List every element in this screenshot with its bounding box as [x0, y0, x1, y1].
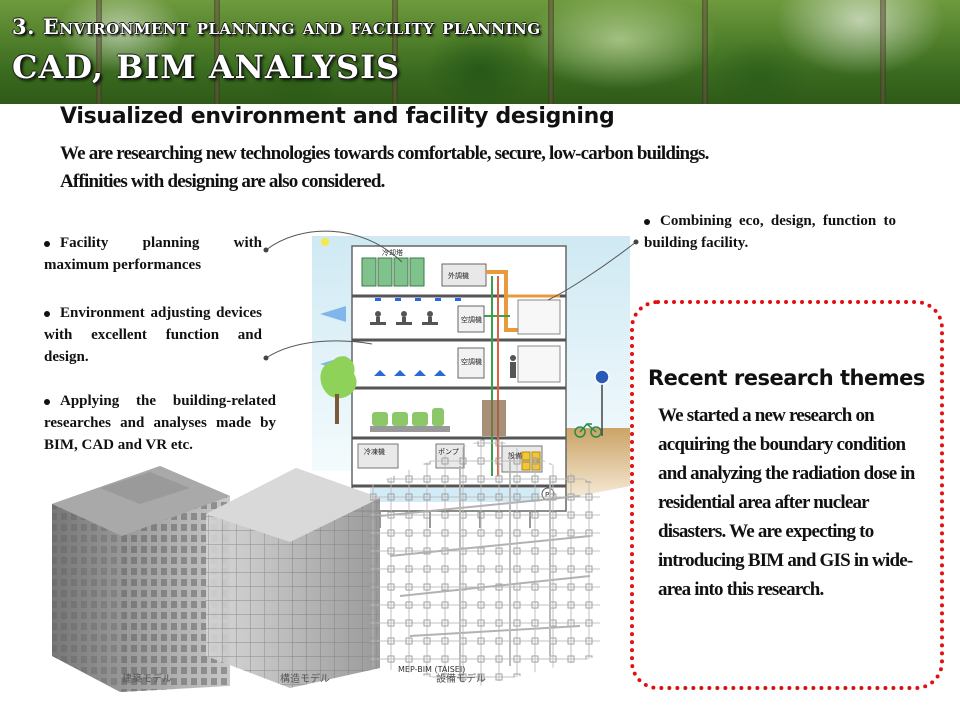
- cooling-tower-label: 冷却塔: [382, 248, 403, 257]
- architecture-model: [52, 466, 230, 692]
- mep-caption: 設備モデル: [436, 672, 486, 685]
- tree-icon: [320, 356, 357, 399]
- research-themes-body: We started a new research on acquiring t…: [658, 405, 915, 600]
- outdoor-unit-label: 外調機: [448, 271, 469, 280]
- intro-line-1: We are researching new technologies towa…: [60, 143, 709, 164]
- building-illustration: 冷却塔 外調機 空調機 空調機: [52, 236, 630, 692]
- pump-label: ポンプ: [438, 448, 459, 456]
- sun-icon: [321, 238, 329, 246]
- mep-source-caption: MEP-BIM (TAISEI): [398, 665, 465, 674]
- header-banner: 3. Environment planning and facility pla…: [0, 0, 960, 104]
- bicycle-icon: [574, 426, 586, 438]
- ahu-2-label: 空調機: [461, 357, 482, 366]
- bullet-eco-design: Combining eco, design, function to build…: [644, 213, 896, 251]
- chiller-label: 冷凍機: [364, 447, 385, 456]
- ahu-1-label: 空調機: [461, 315, 482, 324]
- structure-caption: 構造モデル: [280, 672, 330, 685]
- main-heading: Visualized environment and facility desi…: [60, 104, 615, 129]
- research-themes-box: [630, 300, 944, 690]
- intro-line-2: Affinities with designing are also consi…: [60, 171, 385, 192]
- page-title: CAD, BIM ANALYSIS: [12, 48, 401, 86]
- research-themes-title: Recent research themes: [648, 366, 925, 390]
- bullet-dot-icon: [644, 218, 650, 225]
- sign-icon: [594, 369, 610, 385]
- bullet-dot-icon: [44, 240, 50, 247]
- bullet-facility-planning: Facility planning with maximum performan…: [44, 235, 262, 273]
- structure-model: [206, 468, 380, 688]
- bullet-environment-devices: Environment adjusting devices with excel…: [44, 305, 262, 365]
- bullet-bim-cad-vr: Applying the building-related researches…: [44, 393, 276, 453]
- bullet-dot-icon: [44, 310, 50, 317]
- architecture-caption: 建築モデル: [122, 672, 172, 685]
- mep-model: [370, 436, 600, 686]
- bullet-dot-icon: [44, 398, 50, 405]
- section-title: 3. Environment planning and facility pla…: [12, 14, 541, 39]
